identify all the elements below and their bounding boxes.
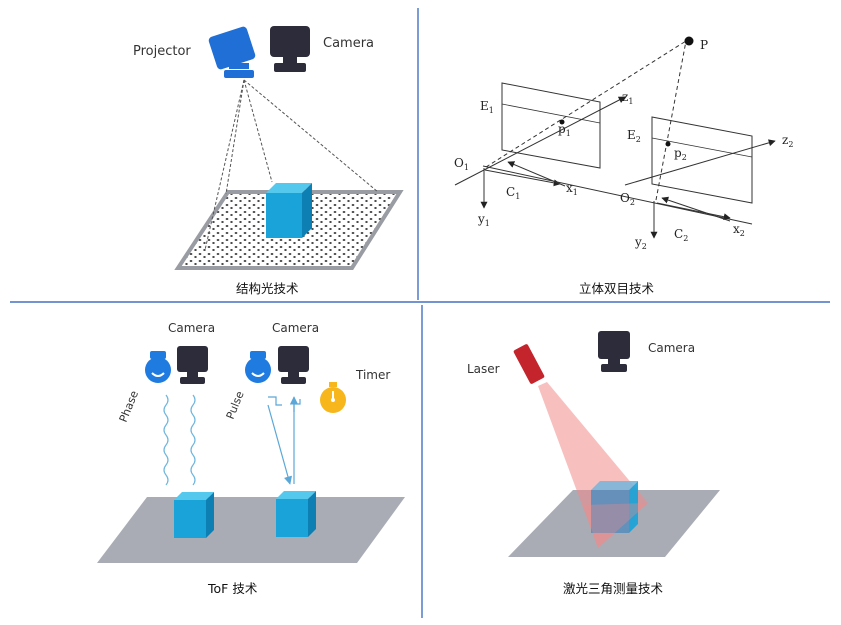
camera-label: Camera [648, 341, 695, 355]
cube-icon [266, 183, 312, 238]
ray-1 [485, 40, 687, 168]
image-plane-2 [651, 116, 753, 204]
camera-label-2: Camera [272, 321, 319, 335]
point-p [684, 36, 694, 46]
label-e2: E [627, 128, 636, 142]
caption-tof: ToF 技术 [207, 581, 258, 596]
bulb-icon-phase [145, 351, 171, 383]
label-z1: z [622, 90, 628, 104]
x2-axis [656, 202, 731, 221]
phase-wave-out [163, 394, 169, 486]
cube-icon [591, 481, 638, 533]
baseline [482, 165, 753, 225]
label-y2: y [634, 235, 642, 249]
ray-2 [655, 40, 687, 201]
pulse-label: Pulse [224, 389, 247, 421]
label-o1: O [454, 156, 464, 170]
svg-text:y1: y1 [477, 212, 490, 228]
camera-icon-1 [177, 346, 208, 384]
label-p2: p [674, 146, 682, 160]
svg-text:O1: O1 [454, 156, 469, 172]
caption-structured-light: 结构光技术 [236, 281, 299, 296]
svg-text:E2: E2 [627, 128, 641, 144]
label-o2: O [620, 191, 630, 205]
caption-stereo: 立体双目技术 [579, 281, 655, 296]
svg-text:x1: x1 [566, 181, 578, 197]
camera-icon [270, 26, 310, 72]
phase-label: Phase [117, 389, 141, 425]
svg-text:O2: O2 [620, 191, 635, 207]
cube-icon-pulse [276, 491, 316, 537]
svg-text:C1: C1 [506, 185, 520, 201]
camera-icon-2 [278, 346, 309, 384]
svg-text:p2: p2 [674, 146, 687, 162]
projector-label: Projector [133, 44, 191, 59]
laser-label: Laser [467, 362, 500, 376]
svg-text:z1: z1 [622, 90, 633, 106]
phase-wave-in [190, 394, 196, 486]
panel-stereo [454, 36, 776, 239]
timer-label: Timer [355, 368, 390, 382]
camera-label-1: Camera [168, 321, 215, 335]
label-c2: C [674, 227, 683, 241]
timer-icon [320, 382, 346, 413]
label-x1: x [566, 181, 573, 195]
svg-text:y2: y2 [634, 235, 647, 251]
label-p1: p [558, 122, 566, 136]
svg-text:C2: C2 [674, 227, 688, 243]
platform [97, 497, 405, 563]
cube-icon-phase [174, 492, 214, 538]
projection-lines [204, 79, 379, 251]
laser-icon [513, 344, 545, 384]
panel-structured-light: Projector Camera 结构光技术 [133, 26, 404, 296]
stereo-labels: P E1 p1 z1 O1 C1 x1 y1 E2 p2 z2 O2 C2 x2… [454, 38, 793, 296]
svg-text:x2: x2 [733, 222, 745, 238]
svg-text:P: P [700, 38, 708, 52]
camera-icon [598, 331, 630, 372]
projector-icon [208, 26, 256, 78]
x1-axis [484, 169, 561, 187]
z1-axis [454, 96, 626, 186]
z2-axis [624, 139, 776, 186]
svg-text:p1: p1 [558, 122, 571, 138]
panel-laser: Laser Camera 激光三角测量技术 [467, 331, 720, 596]
svg-text:E1: E1 [480, 99, 494, 115]
label-x2: x [733, 222, 740, 236]
caption-laser: 激光三角测量技术 [563, 581, 664, 596]
camera-label: Camera [323, 36, 374, 51]
pulse-ray-out [267, 404, 293, 485]
label-z2: z [782, 133, 788, 147]
svg-text:z2: z2 [782, 133, 793, 149]
label-c1: C [506, 185, 515, 199]
label-e1: E [480, 99, 489, 113]
label-p: P [700, 38, 708, 52]
image-plane-1 [501, 82, 601, 169]
panel-tof: Camera Camera Timer Phase Pulse ToF 技术 [97, 321, 405, 596]
label-y1: y [477, 212, 485, 226]
bulb-icon-pulse [245, 351, 271, 383]
